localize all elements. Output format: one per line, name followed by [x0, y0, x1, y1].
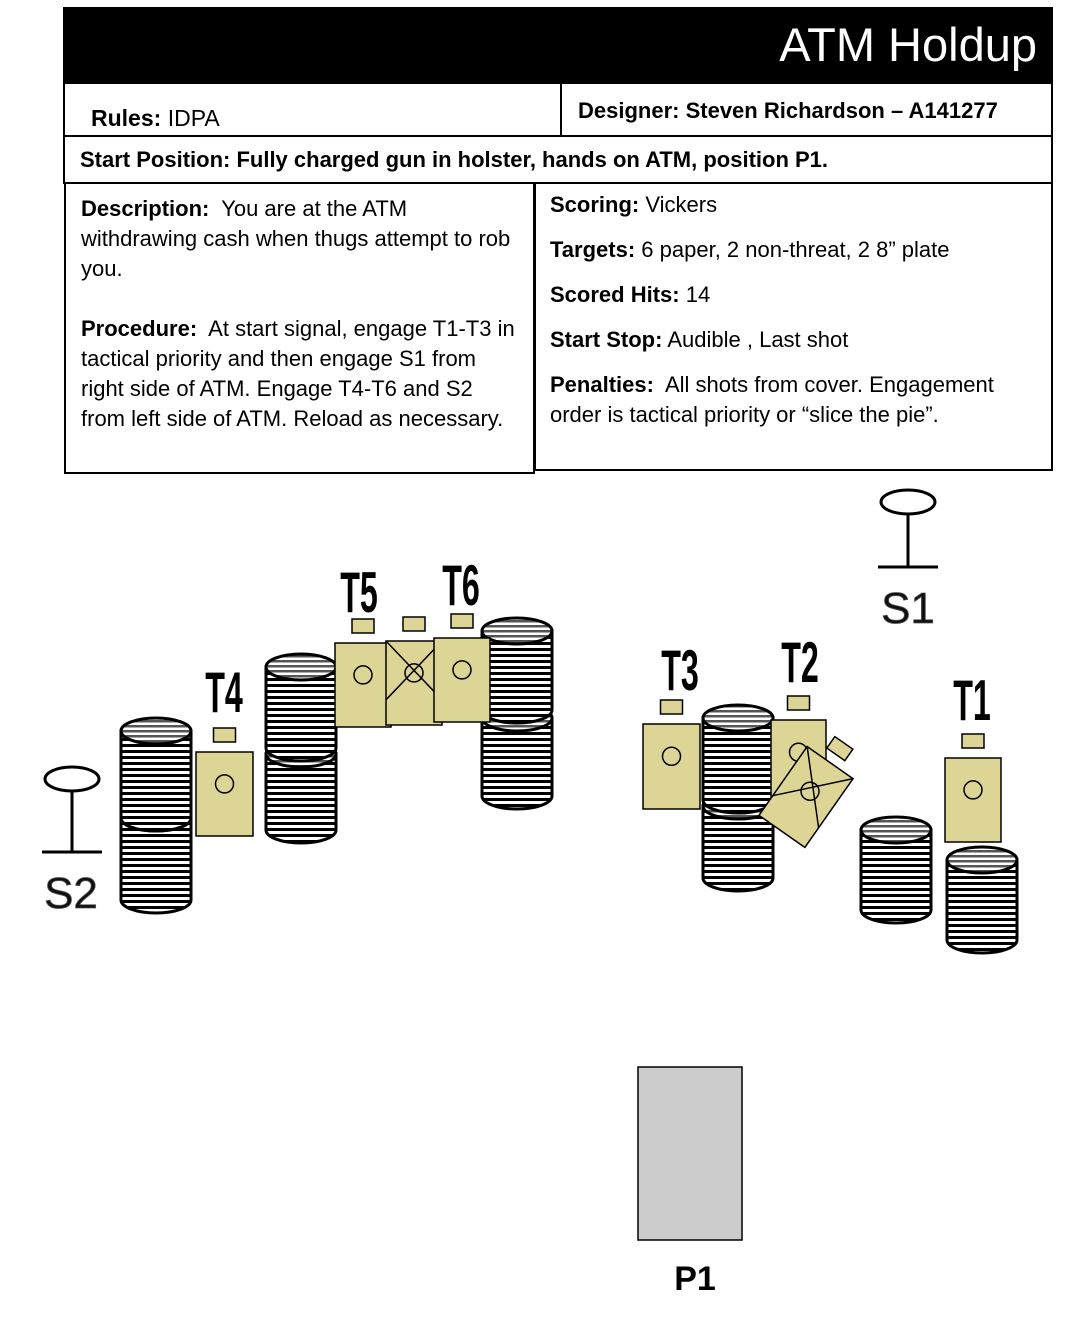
target-label-t6: T6 [442, 553, 480, 617]
targets-label: Targets: [550, 237, 636, 262]
barrel [480, 616, 554, 725]
scoring-box: Scoring: Vickers Targets: 6 paper, 2 non… [534, 182, 1053, 471]
rules-value: IDPA [167, 105, 220, 131]
targets-line: Targets: 6 paper, 2 non-threat, 2 8” pla… [550, 235, 1050, 265]
penalties-label: Penalties: [550, 372, 654, 397]
procedure-paragraph: Procedure: At start signal, engage T1-T3… [81, 314, 521, 434]
scoring-label: Scoring: [550, 192, 640, 217]
target-label-t4: T4 [205, 660, 243, 724]
start-position-box: Start Position: Fully charged gun in hol… [63, 135, 1053, 184]
steel-label-s1: S1 [881, 584, 935, 633]
targets-layer [195, 613, 1002, 849]
target-label-t2: T2 [781, 630, 819, 694]
steel-layer [42, 488, 938, 854]
position-p1-box [637, 1066, 743, 1241]
target-t5 [334, 618, 392, 728]
steel-plate-s1 [878, 488, 938, 569]
description-box: Description: You are at the ATM withdraw… [64, 182, 535, 474]
steel-label-s2: S2 [44, 869, 98, 918]
target-label-t3: T3 [661, 638, 699, 702]
penalties-line: Penalties: All shots from cover. Engagem… [550, 370, 1050, 430]
scored-hits-value: 14 [685, 282, 711, 307]
stage-title: ATM Holdup [779, 18, 1037, 71]
scoring-value: Vickers [645, 192, 718, 217]
barrels-layer [119, 616, 1019, 955]
barrel [119, 716, 193, 833]
start-stop-label: Start Stop: [550, 327, 663, 352]
procedure-text: At start signal, engage T1-T3 in tactica… [81, 316, 515, 431]
scored-hits-line: Scored Hits: 14 [550, 280, 1050, 310]
barrel [859, 815, 933, 925]
target-non-threat [757, 735, 855, 849]
rules-line: Rules: IDPA [91, 103, 220, 133]
position-p1-label: P1 [674, 1260, 716, 1298]
target-non-threat [385, 616, 443, 726]
procedure-label: Procedure: [81, 316, 198, 341]
target-t4 [195, 727, 254, 837]
target-t6 [433, 613, 491, 723]
targets-value: 6 paper, 2 non-threat, 2 8” plate [641, 237, 950, 262]
description-text: You are at the ATM withdrawing cash when… [81, 196, 511, 281]
target-label-t5: T5 [340, 560, 378, 624]
barrel [264, 652, 338, 763]
rules-label: Rules: [91, 105, 162, 131]
title-bar: ATM Holdup [63, 7, 1053, 84]
target-label-t1: T1 [953, 668, 991, 732]
start-position-text: Start Position: Fully charged gun in hol… [80, 147, 829, 172]
barrel [945, 845, 1019, 955]
steel-plate-s2 [42, 765, 102, 854]
designer-text: Designer: Steven Richardson – A141277 [578, 98, 998, 123]
barrel [701, 703, 775, 815]
penalties-text: All shots from cover. Engagement order i… [550, 372, 994, 427]
target-t1 [944, 733, 1002, 843]
scoring-line: Scoring: Vickers [550, 190, 1050, 220]
rules-box: Rules: IDPA [63, 82, 562, 137]
target-t3 [642, 699, 701, 810]
scored-hits-label: Scored Hits: [550, 282, 680, 307]
description-label: Description: [81, 196, 210, 221]
description-paragraph: Description: You are at the ATM withdraw… [81, 194, 521, 284]
start-stop-value: Audible , Last shot [667, 327, 849, 352]
start-stop-line: Start Stop: Audible , Last shot [550, 325, 1050, 355]
designer-box: Designer: Steven Richardson – A141277 [560, 82, 1053, 137]
